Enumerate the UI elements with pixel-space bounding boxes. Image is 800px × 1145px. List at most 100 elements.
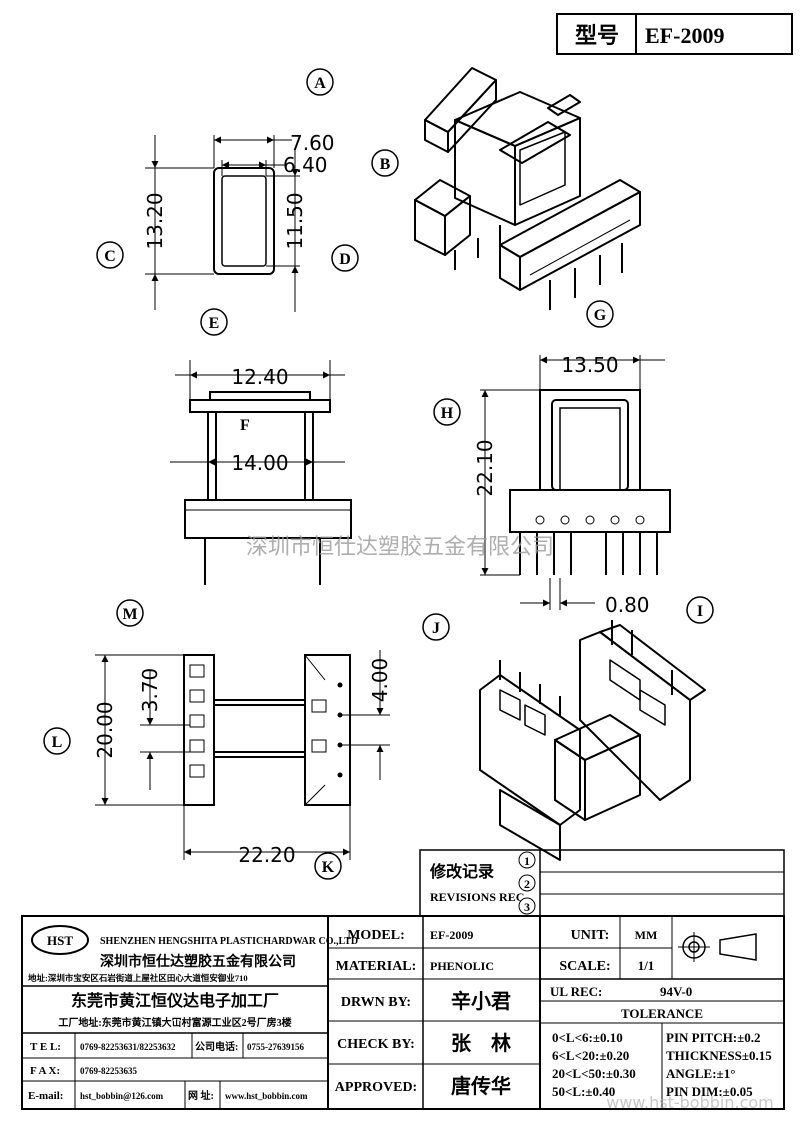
view-label-i: I: [686, 596, 714, 624]
model-header-value: EF-2009: [645, 23, 724, 48]
tolerance-right-0: PIN PITCH:±0.2: [666, 1030, 761, 1045]
revisions-table: 修改记录 REVISIONS REC 1 2 3: [419, 849, 785, 917]
scale-value: 1/1: [638, 958, 655, 973]
revisions-label-cn: 修改记录: [429, 862, 494, 881]
tolerance-left-2: 20<L<50:±0.30: [552, 1066, 636, 1081]
view-label-a: A: [306, 68, 334, 96]
view-label-f: F: [240, 417, 250, 434]
view-label-b: B: [371, 149, 399, 177]
svg-text:L: L: [52, 734, 63, 751]
revision-row-3: 3: [524, 900, 530, 914]
svg-text:I: I: [697, 603, 703, 620]
revision-row-1: 1: [524, 854, 530, 868]
view-e-side: 12.40 F 14.00: [170, 360, 352, 585]
web-label: 网 址:: [188, 1089, 214, 1102]
tel-label: T E L:: [30, 1041, 61, 1053]
revision-row-2: 2: [524, 877, 530, 891]
web-value: www.hst_bobbin.com: [225, 1091, 308, 1101]
factory-address: 工厂地址:东莞市黄江镇大冚村富源工业区2号厂房3楼: [58, 1016, 291, 1029]
drawn-by-label: DRWN BY:: [341, 995, 411, 1010]
dim-11-50: 11.50: [283, 192, 307, 249]
view-label-h: H: [433, 398, 461, 426]
svg-text:D: D: [339, 251, 351, 268]
approved-label: APPROVED:: [335, 1080, 417, 1095]
view-label-m: M: [116, 599, 144, 627]
footer-watermark: www.hst-bobbin.com: [606, 1093, 774, 1112]
tolerance-right-1: THICKNESS±0.15: [666, 1048, 772, 1063]
fax-label: F A X:: [30, 1065, 60, 1077]
tolerance-left-1: 6<L<20:±0.20: [552, 1048, 629, 1063]
dim-13-20: 13.20: [143, 192, 167, 249]
company-address: 地址:深圳市宝安区石岩街道上屋社区田心大道恒安御业710: [28, 973, 248, 983]
dim-14-00: 14.00: [231, 451, 288, 475]
view-label-c: C: [96, 241, 124, 269]
view-j-isometric: [479, 620, 706, 861]
email-value: hst_bobbin@126.com: [80, 1091, 164, 1101]
fax-value: 0769-82253635: [80, 1066, 137, 1076]
title-block: HST SHENZHEN HENGSHITA PLASTICHARDWAR CO…: [21, 915, 785, 1110]
view-label-l: L: [43, 727, 71, 755]
check-by-label: CHECK BY:: [337, 1037, 415, 1052]
tolerance-title: TOLERANCE: [621, 1006, 703, 1021]
check-by-value: 张 林: [451, 1031, 511, 1055]
svg-text:K: K: [322, 859, 335, 876]
company-logo: HST: [31, 925, 89, 955]
view-label-j: J: [422, 613, 450, 641]
svg-text:C: C: [104, 248, 116, 265]
material-label: MATERIAL:: [336, 959, 417, 974]
tolerance-left-3: 50<L:±0.40: [552, 1084, 615, 1099]
dim-12-40: 12.40: [231, 365, 288, 389]
approved-value: 唐传华: [451, 1074, 511, 1098]
svg-text:B: B: [380, 156, 391, 173]
model-label: MODEL:: [347, 928, 405, 943]
dim-13-50: 13.50: [561, 353, 618, 377]
view-l-bottom: 20.00 3.70 4.00 22.20: [93, 650, 392, 867]
model-value: EF-2009: [430, 928, 473, 942]
dim-3-70: 3.70: [138, 668, 162, 713]
tolerance-right-3: PIN DIM:±0.05: [666, 1084, 753, 1099]
view-label-d: D: [331, 244, 359, 272]
svg-text:A: A: [314, 75, 326, 92]
svg-text:E: E: [209, 315, 220, 332]
view-a-section: 7.60 6.40 13.20 11.50: [143, 131, 335, 312]
tolerance-right-2: ANGLE:±1°: [666, 1066, 735, 1081]
email-label: E-mail:: [28, 1090, 63, 1102]
view-label-e: E: [200, 308, 228, 336]
view-b-isometric: [414, 67, 641, 310]
dim-20-00: 20.00: [93, 701, 117, 758]
tel-value: 0769-82253631/82253632: [80, 1042, 176, 1052]
company-tel-value: 0755-27639156: [247, 1042, 304, 1052]
projection-symbol: [678, 932, 757, 962]
view-label-k: K: [314, 852, 342, 880]
watermark-company: 深圳市恒仕达塑胶五金有限公司: [246, 535, 554, 560]
factory-name: 东莞市黄江恒仪达电子加工厂: [71, 991, 279, 1010]
svg-text:HST: HST: [47, 933, 73, 948]
material-value: PHENOLIC: [430, 959, 494, 973]
view-label-g: G: [586, 300, 614, 328]
dim-22-10: 22.10: [473, 439, 497, 496]
scale-label: SCALE:: [559, 959, 610, 974]
unit-label: UNIT:: [571, 928, 610, 943]
model-header: 型号 EF-2009: [556, 13, 793, 55]
svg-text:H: H: [441, 405, 454, 422]
ul-rec-value: 94V-0: [660, 984, 692, 999]
view-h-front: 13.50 22.10 0.80: [473, 353, 671, 617]
dim-6-40: 6.40: [283, 153, 328, 177]
svg-text:M: M: [122, 606, 137, 623]
dim-7-60: 7.60: [290, 131, 335, 155]
dim-0-80: 0.80: [605, 593, 650, 617]
unit-value: MM: [635, 928, 658, 942]
company-name-en: SHENZHEN HENGSHITA PLASTICHARDWAR CO.,LT…: [100, 936, 358, 947]
dim-4-00: 4.00: [368, 658, 392, 703]
company-name-cn: 深圳市恒仕达塑胶五金有限公司: [100, 953, 296, 970]
svg-text:G: G: [594, 307, 607, 324]
svg-text:J: J: [432, 620, 440, 637]
revisions-label-en: REVISIONS REC: [430, 890, 524, 904]
tolerance-left-0: 0<L<6:±0.10: [552, 1030, 623, 1045]
dim-22-20: 22.20: [238, 843, 295, 867]
company-tel-label: 公司电话:: [195, 1040, 238, 1053]
model-header-label: 型号: [575, 23, 619, 48]
ul-rec-label: UL REC:: [550, 984, 602, 999]
drawn-by-value: 辛小君: [451, 989, 511, 1013]
